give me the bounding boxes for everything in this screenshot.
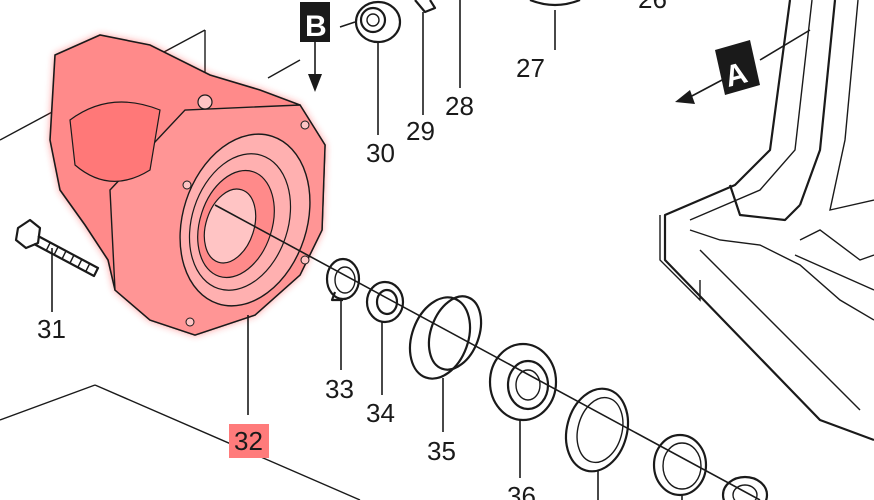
callout-26: 26 [638, 0, 667, 14]
callout-34: 34 [366, 398, 395, 428]
part-27-partial[interactable] [529, 0, 581, 7]
callout-30: 30 [366, 138, 395, 168]
callout-33: 33 [325, 374, 354, 404]
callout-31: 31 [37, 314, 66, 344]
part-38-circlip[interactable] [652, 433, 708, 497]
part-33-circlip[interactable] [325, 257, 361, 302]
callout-35: 35 [427, 436, 456, 466]
callout-labels: 26 27 28 29 30 31 32 33 34 35 36 [37, 0, 667, 500]
callout-32-highlight [229, 424, 269, 458]
callout-36: 36 [507, 481, 536, 500]
callout-27: 27 [516, 53, 545, 83]
part-37-washer[interactable] [557, 382, 637, 479]
view-flag-b: B [300, 2, 330, 92]
part-39-bearing[interactable] [721, 475, 769, 500]
part-34-ring[interactable] [365, 280, 405, 324]
part-29-clip[interactable] [414, 0, 437, 14]
shaft-axis-line [214, 204, 761, 500]
part-35-sleeve[interactable] [399, 289, 490, 387]
arrow-down-icon [308, 74, 322, 92]
callout-29: 29 [406, 116, 435, 146]
view-flag-a: A [675, 29, 811, 104]
callout-leaders [51, 0, 683, 500]
callout-28: 28 [445, 91, 474, 121]
part-36-bearing[interactable] [488, 342, 558, 422]
part-32-housing[interactable] [49, 34, 331, 336]
part-30-bearing[interactable] [354, 0, 402, 44]
flag-b-text: B [305, 10, 327, 43]
arrow-left-icon [675, 90, 695, 104]
part-31-bolt[interactable] [14, 218, 100, 278]
frame-assembly[interactable] [659, 0, 874, 442]
callout-32[interactable]: 32 [234, 426, 263, 456]
